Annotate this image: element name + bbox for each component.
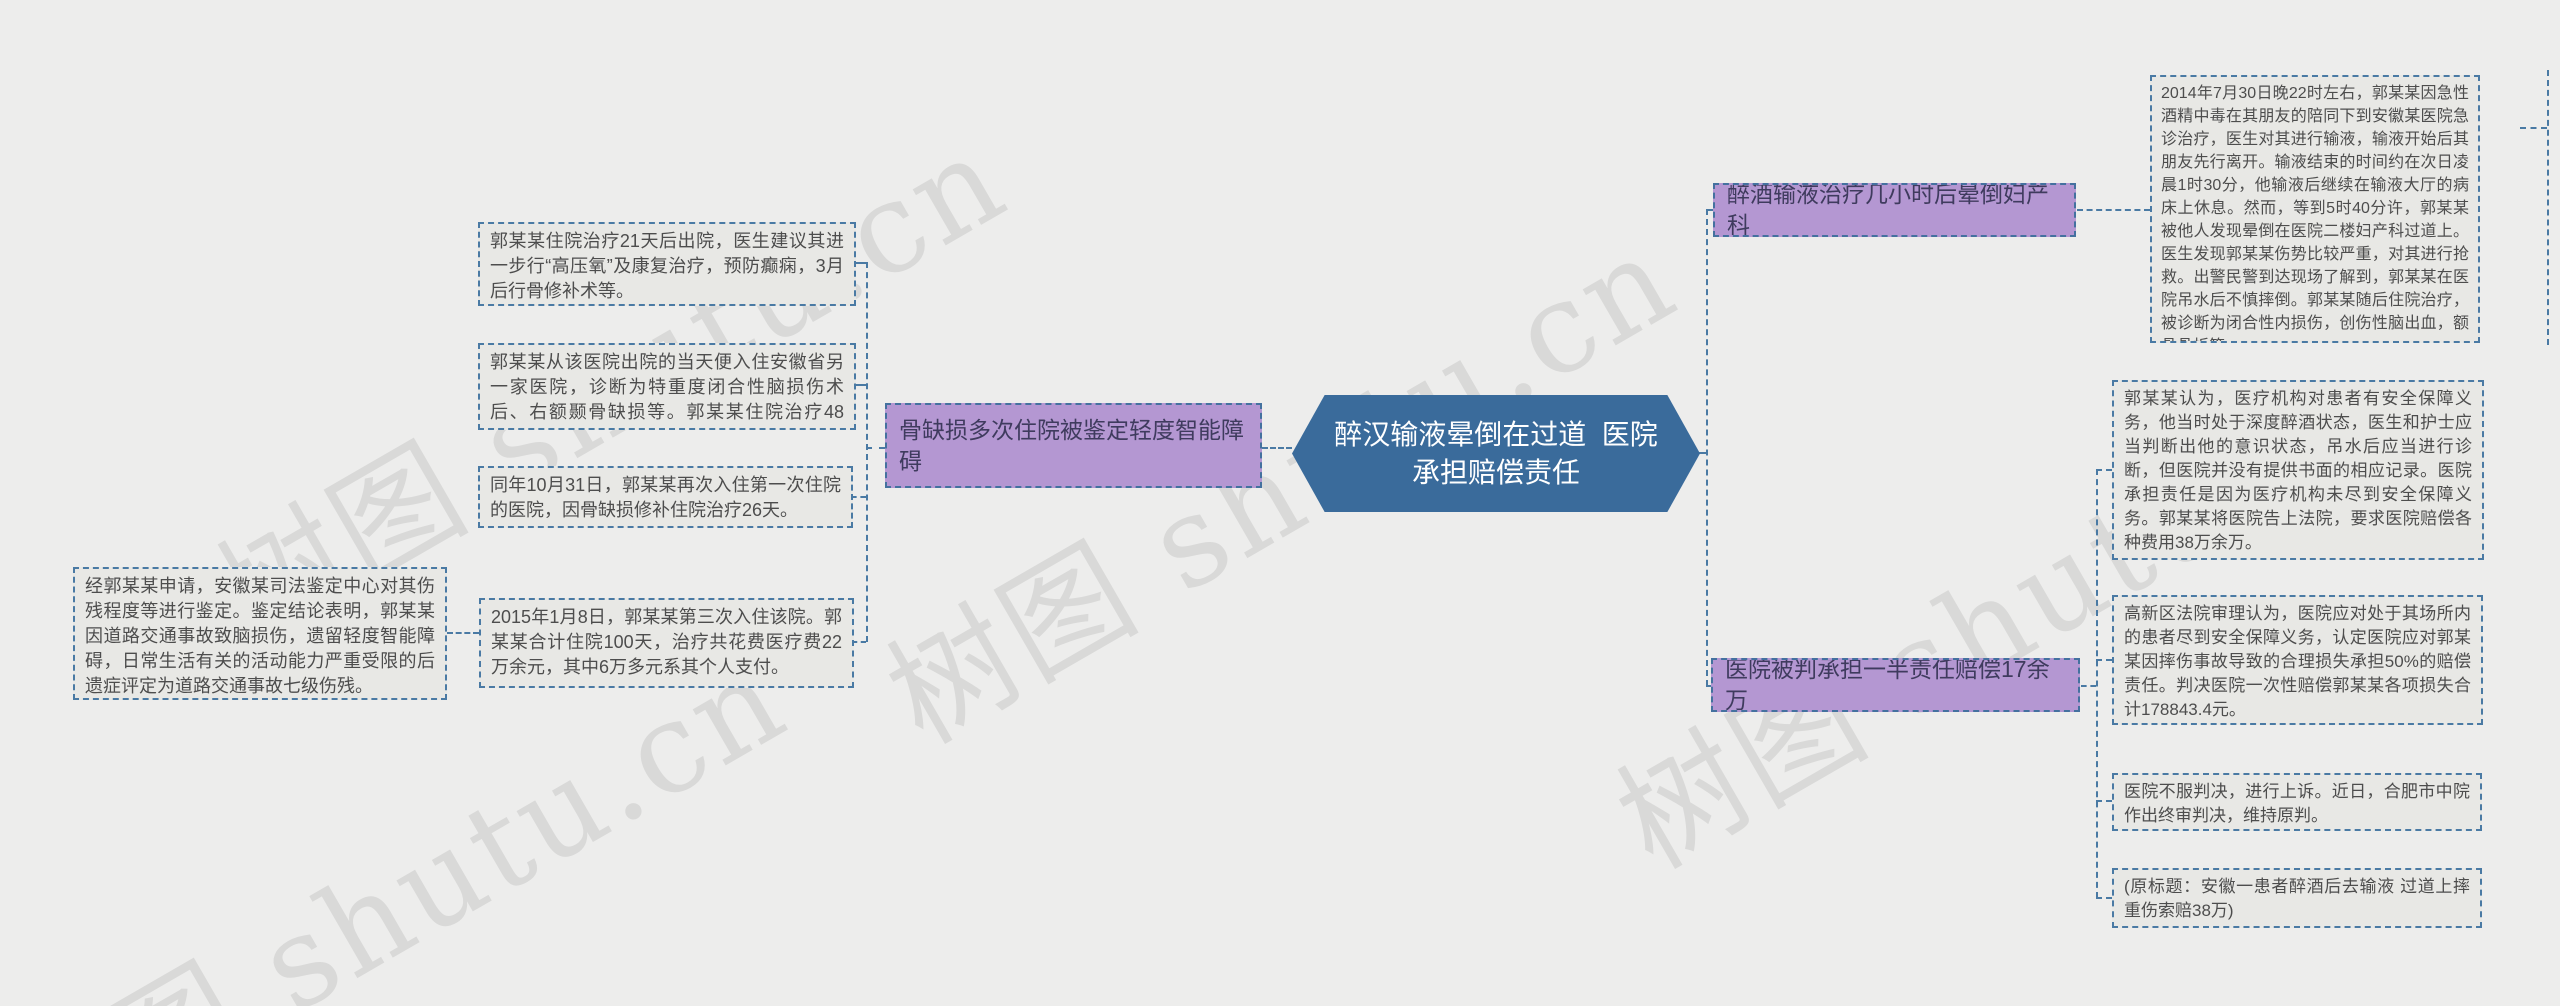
connector-topic2-to-bus2	[2081, 685, 2096, 687]
connector-topic1-to-note	[2077, 209, 2150, 211]
connector-bus-to-right-topic1	[1706, 209, 1713, 211]
connector-right-bus2	[2096, 469, 2098, 898]
note-left-2[interactable]: 郭某某从该医院出院的当天便入住安徽省另一家医院，诊断为特重度闭合性脑损伤术后、右…	[478, 343, 856, 430]
connector-stub-left-note3	[851, 496, 866, 498]
sub-note-left[interactable]: 经郭某某申请，安徽某司法鉴定中心对其伤残程度等进行鉴定。鉴定结论表明，郭某某因道…	[73, 567, 447, 700]
branch-topic-right-2-label: 医院被判承担一半责任赔偿17余万	[1725, 658, 2050, 712]
note-left-3[interactable]: 同年10月31日，郭某某再次入住第一次住院的医院，因骨缺损修补住院治疗26天。	[478, 466, 853, 528]
connector-cropped-edge	[2547, 70, 2549, 345]
connector-cropped-edge-stub	[2520, 127, 2547, 129]
connector-root-to-right-bus	[1698, 452, 1708, 454]
root-topic[interactable]: 醉汉输液晕倒在过道 医院 承担赔偿责任	[1292, 395, 1700, 512]
connector-bus-to-right-topic2	[1706, 685, 1711, 687]
connector-right-bus	[1706, 209, 1708, 686]
root-topic-line1: 醉汉输液晕倒在过道 医院	[1334, 418, 1658, 450]
branch-topic-right-2[interactable]: 医院被判承担一半责任赔偿17余万	[1711, 658, 2080, 712]
connector-left-bus	[866, 262, 868, 642]
connector-stub-right-note4	[2096, 800, 2112, 802]
note-right-5[interactable]: (原标题：安徽一患者醉酒后去输液 过道上摔重伤索赔38万)	[2112, 868, 2482, 928]
connector-stub-right-note3	[2096, 659, 2112, 661]
branch-topic-left[interactable]: 骨缺损多次住院被鉴定轻度智能障碍	[885, 403, 1262, 488]
branch-topic-right-1[interactable]: 醉酒输液治疗几小时后晕倒妇产科	[1713, 183, 2076, 237]
root-topic-line2: 承担赔偿责任	[1411, 456, 1580, 488]
branch-topic-left-label: 骨缺损多次住院被鉴定轻度智能障碍	[899, 416, 1244, 474]
connector-stub-left-note4	[852, 641, 866, 643]
note-right-1[interactable]: 2014年7月30日晚22时左右，郭某某因急性酒精中毒在其朋友的陪同下到安徽某医…	[2150, 75, 2480, 343]
connector-left-topic-to-root	[1262, 447, 1292, 449]
note-right-3[interactable]: 高新区法院审理认为，医院应对处于其场所内的患者尽到安全保障义务，认定医院应对郭某…	[2112, 595, 2483, 725]
connector-stub-left-note2	[854, 384, 866, 386]
note-left-1[interactable]: 郭某某住院治疗21天后出院，医生建议其进一步行“高压氧”及康复治疗，预防癫痫，3…	[478, 222, 856, 306]
branch-topic-right-1-label: 醉酒输液治疗几小时后晕倒妇产科	[1727, 183, 2049, 237]
connector-bus-to-left-topic	[866, 447, 885, 449]
connector-stub-left-note1	[854, 262, 866, 264]
connector-subnote-to-note4	[447, 632, 479, 634]
connector-stub-right-note5	[2096, 897, 2112, 899]
note-left-4[interactable]: 2015年1月8日，郭某某第三次入住该院。郭某某合计住院100天，治疗共花费医疗…	[479, 598, 854, 688]
note-right-4[interactable]: 医院不服判决，进行上诉。近日，合肥市中院作出终审判决，维持原判。	[2112, 773, 2482, 831]
note-right-2[interactable]: 郭某某认为，医疗机构对患者有安全保障义务，他当时处于深度醉酒状态，医生和护士应当…	[2112, 380, 2484, 560]
connector-stub-right-note2	[2096, 469, 2112, 471]
